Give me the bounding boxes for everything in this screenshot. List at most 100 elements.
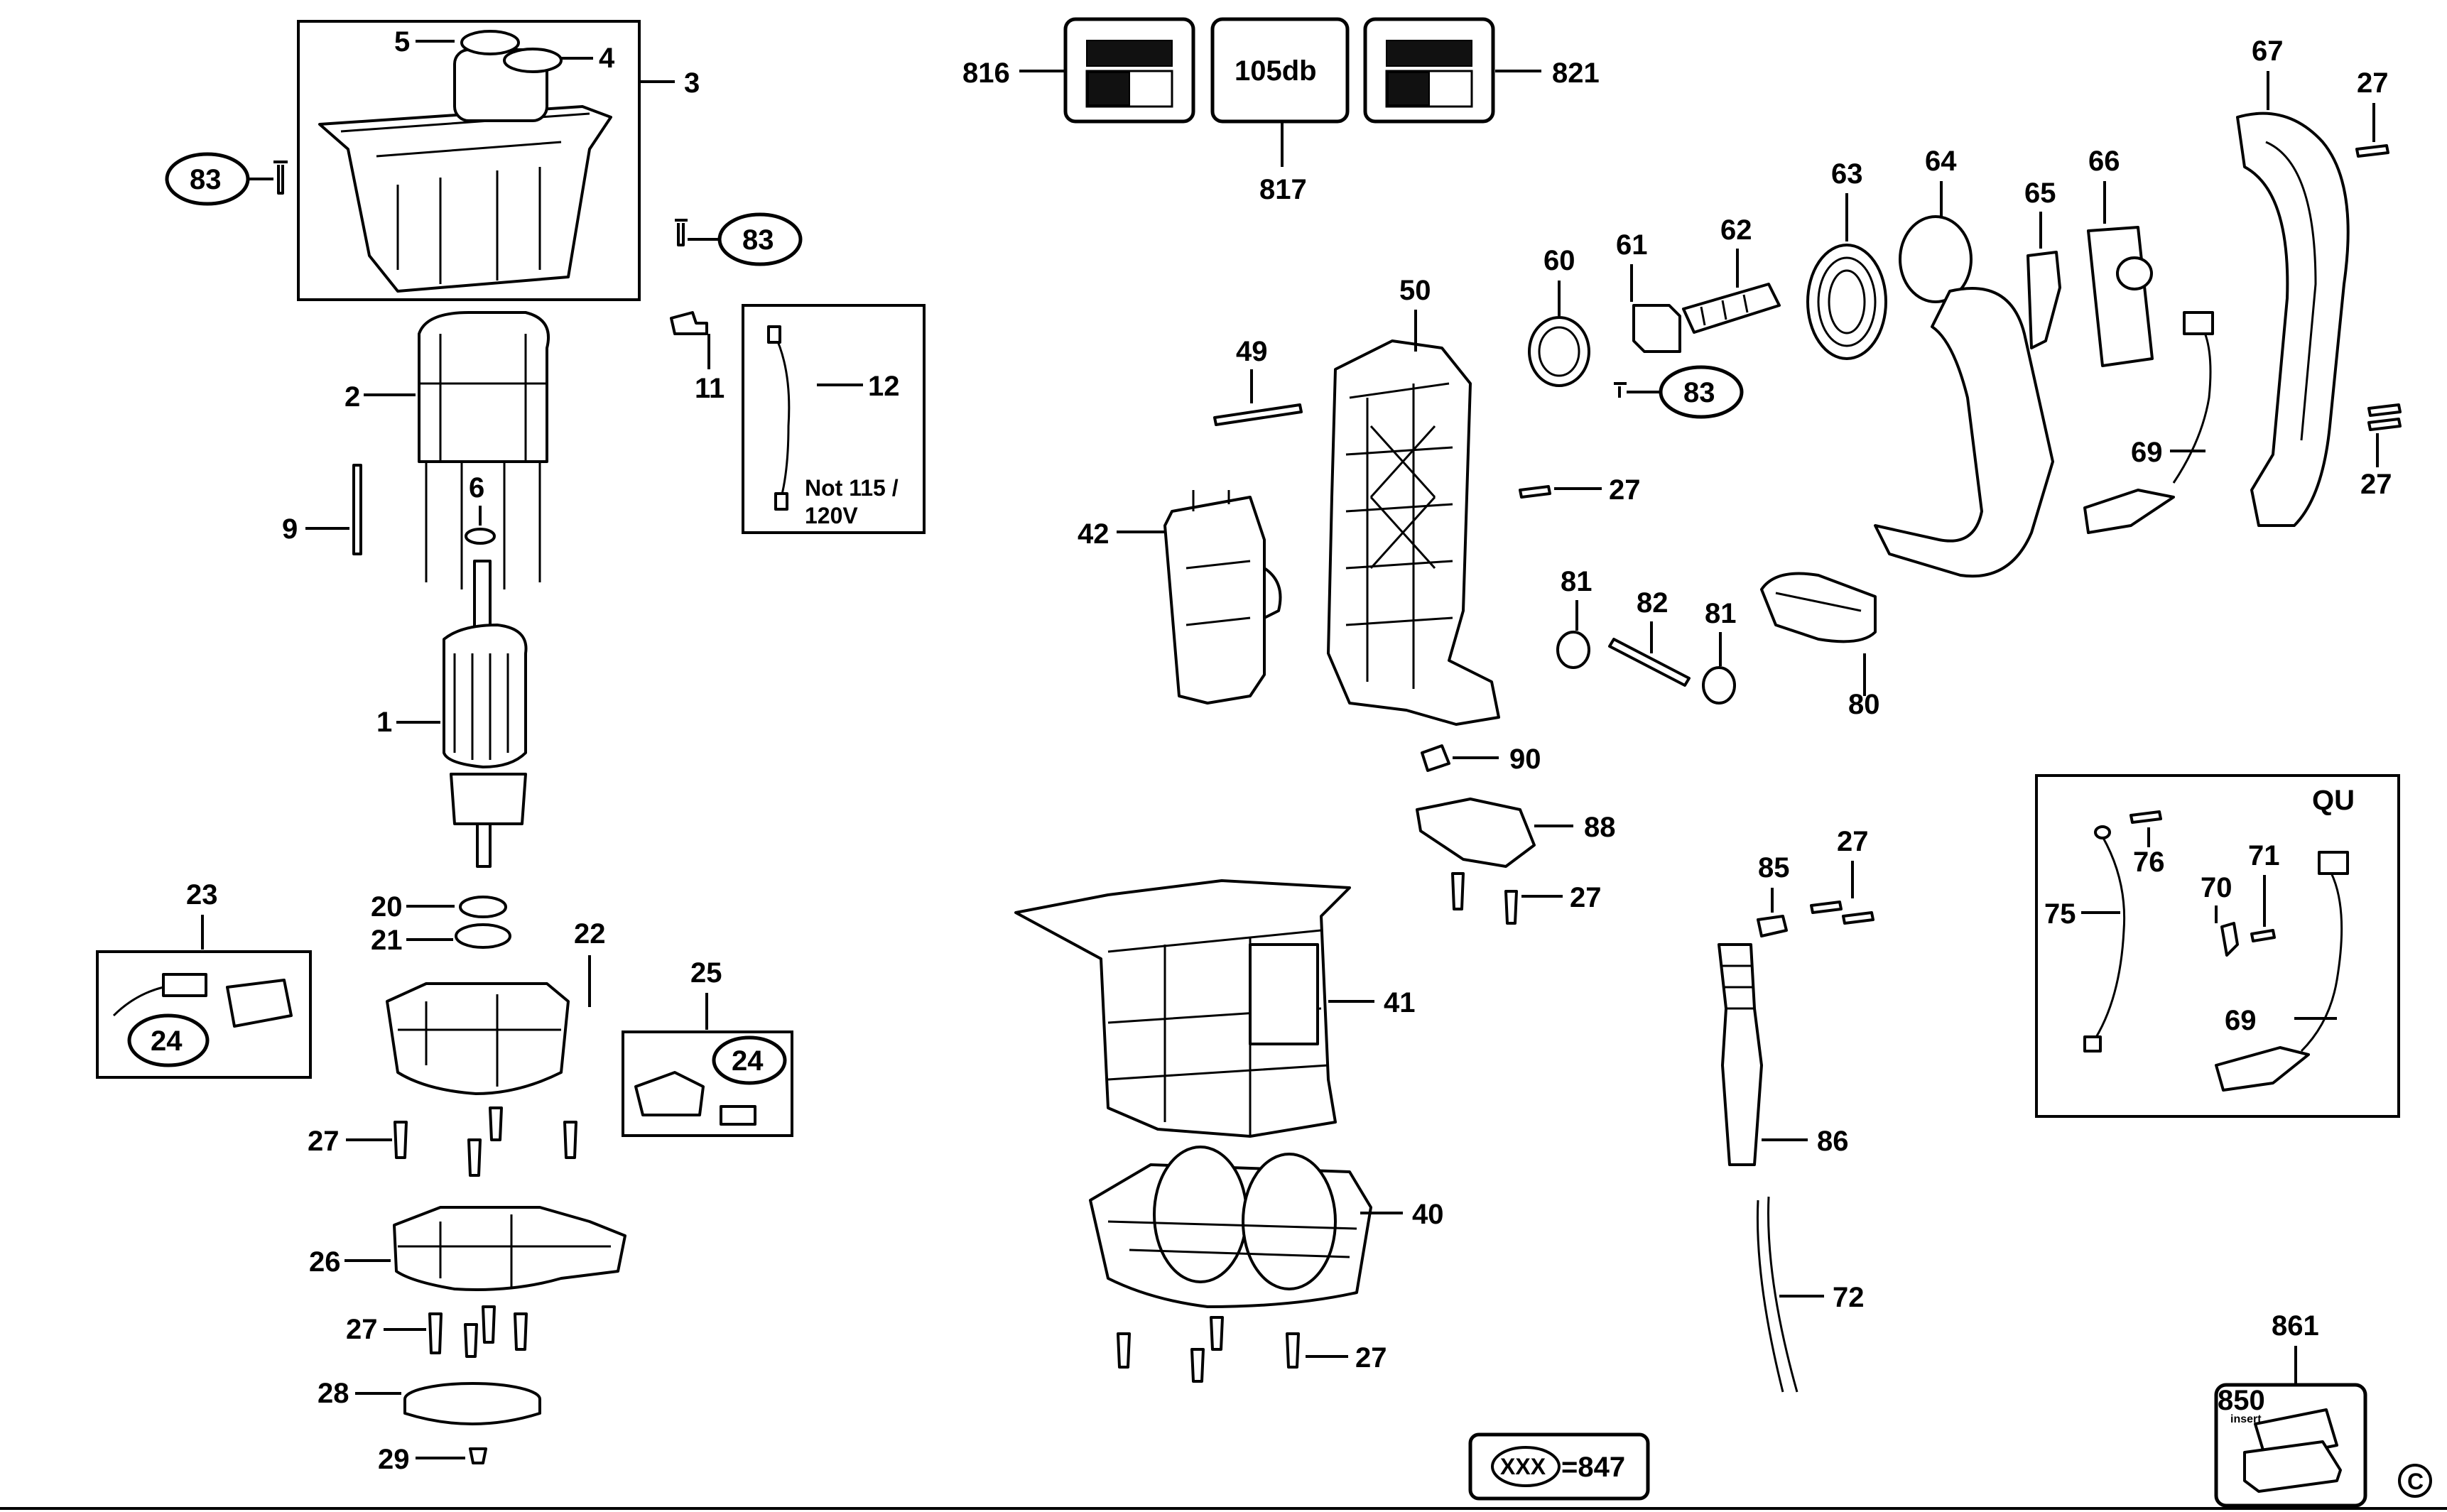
part-63-bellows	[1806, 244, 1887, 360]
part-62-rod	[1682, 283, 1781, 334]
voltage-note-line2: 120V	[805, 503, 858, 528]
part-817-decal	[1210, 17, 1350, 124]
callout-24b	[712, 1035, 787, 1085]
screw-27-88a	[1451, 872, 1465, 910]
part-3-motor-housing	[297, 20, 641, 301]
label-66: 66	[2088, 146, 2120, 177]
label-27h: 27	[1837, 826, 1869, 857]
label-71: 71	[2248, 840, 2280, 871]
part-41-gear-housing	[1014, 879, 1351, 1138]
label-27b: 27	[346, 1314, 378, 1345]
label-5: 5	[394, 26, 410, 58]
label-21: 21	[371, 925, 403, 956]
label-27d: 27	[1355, 1342, 1387, 1374]
label-861: 861	[2272, 1310, 2319, 1342]
part-72-cord	[1756, 1196, 1798, 1393]
screw-27-67a	[2355, 144, 2389, 158]
label-4: 4	[599, 43, 615, 74]
copyright-letter: C	[2407, 1469, 2424, 1494]
label-24a: 24	[151, 1026, 183, 1057]
part-6-washer	[465, 528, 496, 545]
label-28: 28	[318, 1378, 349, 1409]
label-12: 12	[868, 371, 900, 402]
label-69b: 69	[2225, 1005, 2257, 1036]
label-64: 64	[1925, 146, 1957, 177]
voltage-note-line1: Not 115 /	[805, 475, 899, 501]
label-49: 49	[1236, 336, 1268, 367]
label-85: 85	[1758, 852, 1790, 883]
part-42-switch	[1163, 490, 1282, 705]
label-41: 41	[1384, 987, 1416, 1018]
label-62: 62	[1720, 214, 1752, 246]
label-83-right: 83	[1683, 377, 1715, 408]
label-6: 6	[469, 472, 484, 504]
screw-27-67b	[2367, 403, 2402, 417]
part-50-handle-housing	[1327, 339, 1500, 726]
part-90-clip	[1421, 744, 1450, 772]
label-50: 50	[1399, 275, 1431, 306]
label-86: 86	[1817, 1126, 1849, 1157]
part-64-side-handle	[1874, 215, 2054, 578]
part-86-cord-guard	[1718, 943, 1763, 1166]
label-27f: 27	[2357, 67, 2389, 99]
legend-equals-847: =847	[1561, 1452, 1625, 1483]
part-82-pin	[1608, 638, 1691, 687]
part-28-ring	[403, 1382, 541, 1425]
part-5-bearing	[460, 30, 520, 55]
part-85-clamp	[1757, 915, 1788, 937]
label-26: 26	[309, 1246, 341, 1278]
part-67-rear-handle	[2236, 112, 2350, 527]
label-90: 90	[1509, 744, 1541, 775]
label-82: 82	[1637, 587, 1669, 619]
part-69-qu-wiring	[2215, 851, 2349, 1092]
screw-27-88b	[1504, 890, 1518, 925]
part-71-screw	[2250, 929, 2276, 942]
label-9: 9	[282, 513, 298, 545]
label-81a: 81	[1561, 566, 1593, 597]
label-60: 60	[1543, 245, 1575, 276]
label-817: 817	[1259, 174, 1307, 205]
copyright-symbol	[2398, 1464, 2432, 1498]
label-23: 23	[186, 879, 218, 910]
screw-27-67c	[2367, 418, 2402, 431]
label-27a: 27	[308, 1126, 340, 1157]
part-21-bearing	[455, 923, 511, 949]
label-81b: 81	[1705, 598, 1737, 629]
screw-27-85a	[1810, 901, 1843, 914]
label-24b: 24	[732, 1045, 764, 1077]
label-63: 63	[1831, 158, 1863, 190]
qu-label: QU	[2312, 785, 2355, 816]
screws-27-row1	[394, 1106, 577, 1177]
label-11: 11	[695, 373, 725, 404]
label-816: 816	[962, 58, 1010, 89]
label-22: 22	[574, 918, 606, 950]
noise-label: 105db	[1235, 55, 1317, 87]
label-27e: 27	[1609, 474, 1641, 506]
callout-83-left	[165, 152, 250, 206]
screw-83-mid	[675, 219, 688, 246]
label-27c: 27	[1570, 882, 1602, 913]
part-3-frame	[297, 20, 641, 301]
label-83-left: 83	[190, 164, 222, 195]
label-821: 821	[1552, 58, 1600, 89]
part-70-clip	[2220, 922, 2239, 957]
part-22-brush-holder	[386, 982, 570, 1095]
label-42: 42	[1078, 518, 1109, 550]
part-2-field	[418, 311, 550, 589]
label-70: 70	[2201, 872, 2232, 903]
screws-27-row2	[428, 1305, 528, 1358]
part-61-block	[1632, 304, 1681, 353]
part-20-bearing	[459, 896, 507, 918]
label-88: 88	[1584, 812, 1616, 843]
part-81-plug-a	[1556, 631, 1590, 669]
part-76-screw	[2129, 810, 2162, 824]
callout-83-mid	[717, 212, 803, 266]
label-2: 2	[344, 381, 360, 413]
part-1-armature	[443, 560, 528, 868]
part-65-trigger	[2026, 251, 2061, 349]
label-76: 76	[2133, 847, 2165, 878]
part-80-ring	[1760, 572, 1877, 643]
part-25-frame	[622, 1030, 793, 1137]
callout-24a	[127, 1013, 210, 1067]
